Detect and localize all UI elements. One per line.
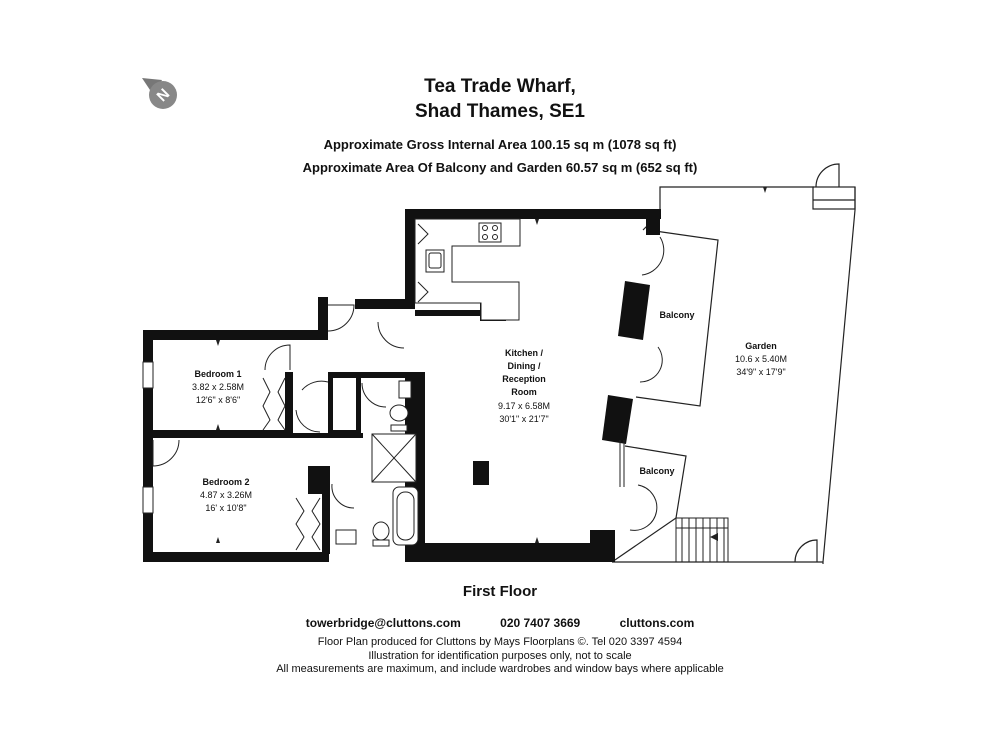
footer-note-illustration: Illustration for identification purposes… bbox=[368, 650, 632, 662]
garden-name: Garden bbox=[745, 341, 777, 351]
kitchen-counter bbox=[414, 218, 521, 321]
kitchen-metric: 9.17 x 6.58M bbox=[498, 401, 550, 411]
bathroom-fixtures bbox=[335, 380, 419, 547]
windows bbox=[142, 361, 154, 514]
garden-steps bbox=[675, 517, 729, 563]
doors bbox=[152, 223, 665, 551]
bedroom-2-name: Bedroom 2 bbox=[202, 477, 249, 487]
bedroom-2-label: Bedroom 2 4.87 x 3.26M 16' x 10'8" bbox=[200, 477, 252, 513]
balcony-2-name: Balcony bbox=[639, 466, 674, 476]
floor-label: First Floor bbox=[462, 583, 538, 600]
garden-imperial: 34'9" x 17'9" bbox=[736, 367, 785, 377]
bedroom-1-name: Bedroom 1 bbox=[194, 369, 241, 379]
kitchen-name-3: Reception bbox=[502, 374, 546, 384]
kitchen-name-1: Kitchen / bbox=[505, 348, 544, 358]
garden-metric: 10.6 x 5.40M bbox=[735, 354, 787, 364]
title-line-1: Tea Trade Wharf, bbox=[424, 76, 576, 97]
outdoor-area-text: Approximate Area Of Balcony and Garden 6… bbox=[302, 160, 698, 175]
gross-area-text: Approximate Gross Internal Area 100.15 s… bbox=[323, 137, 677, 152]
title-line-2: Shad Thames, SE1 bbox=[414, 101, 585, 122]
contact-row: towerbridge@cluttons.com 020 7407 3669 c… bbox=[0, 616, 1000, 630]
contact-website[interactable]: cluttons.com bbox=[619, 616, 695, 630]
garden-label: Garden 10.6 x 5.40M 34'9" x 17'9" bbox=[735, 341, 787, 377]
balcony-outlines bbox=[611, 229, 719, 563]
contact-email[interactable]: towerbridge@cluttons.com bbox=[305, 616, 461, 630]
balcony-1-name: Balcony bbox=[659, 310, 694, 320]
footer-note-measurements: All measurements are maximum, and includ… bbox=[276, 663, 724, 675]
kitchen-name-4: Room bbox=[511, 387, 537, 397]
bedroom-2-metric: 4.87 x 3.26M bbox=[200, 490, 252, 500]
bedroom-1-imperial: 12'6" x 8'6" bbox=[196, 395, 240, 405]
footer-note-producer: Floor Plan produced for Cluttons by Mays… bbox=[317, 636, 683, 648]
bedroom-1-metric: 3.82 x 2.58M bbox=[192, 382, 244, 392]
kitchen-imperial: 30'1" x 21'7" bbox=[499, 414, 548, 424]
bedroom-2-imperial: 16' x 10'8" bbox=[205, 503, 246, 513]
kitchen-label: Kitchen / Dining / Reception Room 9.17 x… bbox=[498, 348, 550, 424]
kitchen-name-2: Dining / bbox=[508, 361, 541, 371]
contact-phone[interactable]: 020 7407 3669 bbox=[500, 616, 581, 630]
north-compass-icon: N bbox=[142, 78, 177, 109]
openings bbox=[619, 440, 625, 487]
measure-markers bbox=[216, 187, 767, 543]
bedroom-1-label: Bedroom 1 3.82 x 2.58M 12'6" x 8'6" bbox=[192, 369, 244, 405]
